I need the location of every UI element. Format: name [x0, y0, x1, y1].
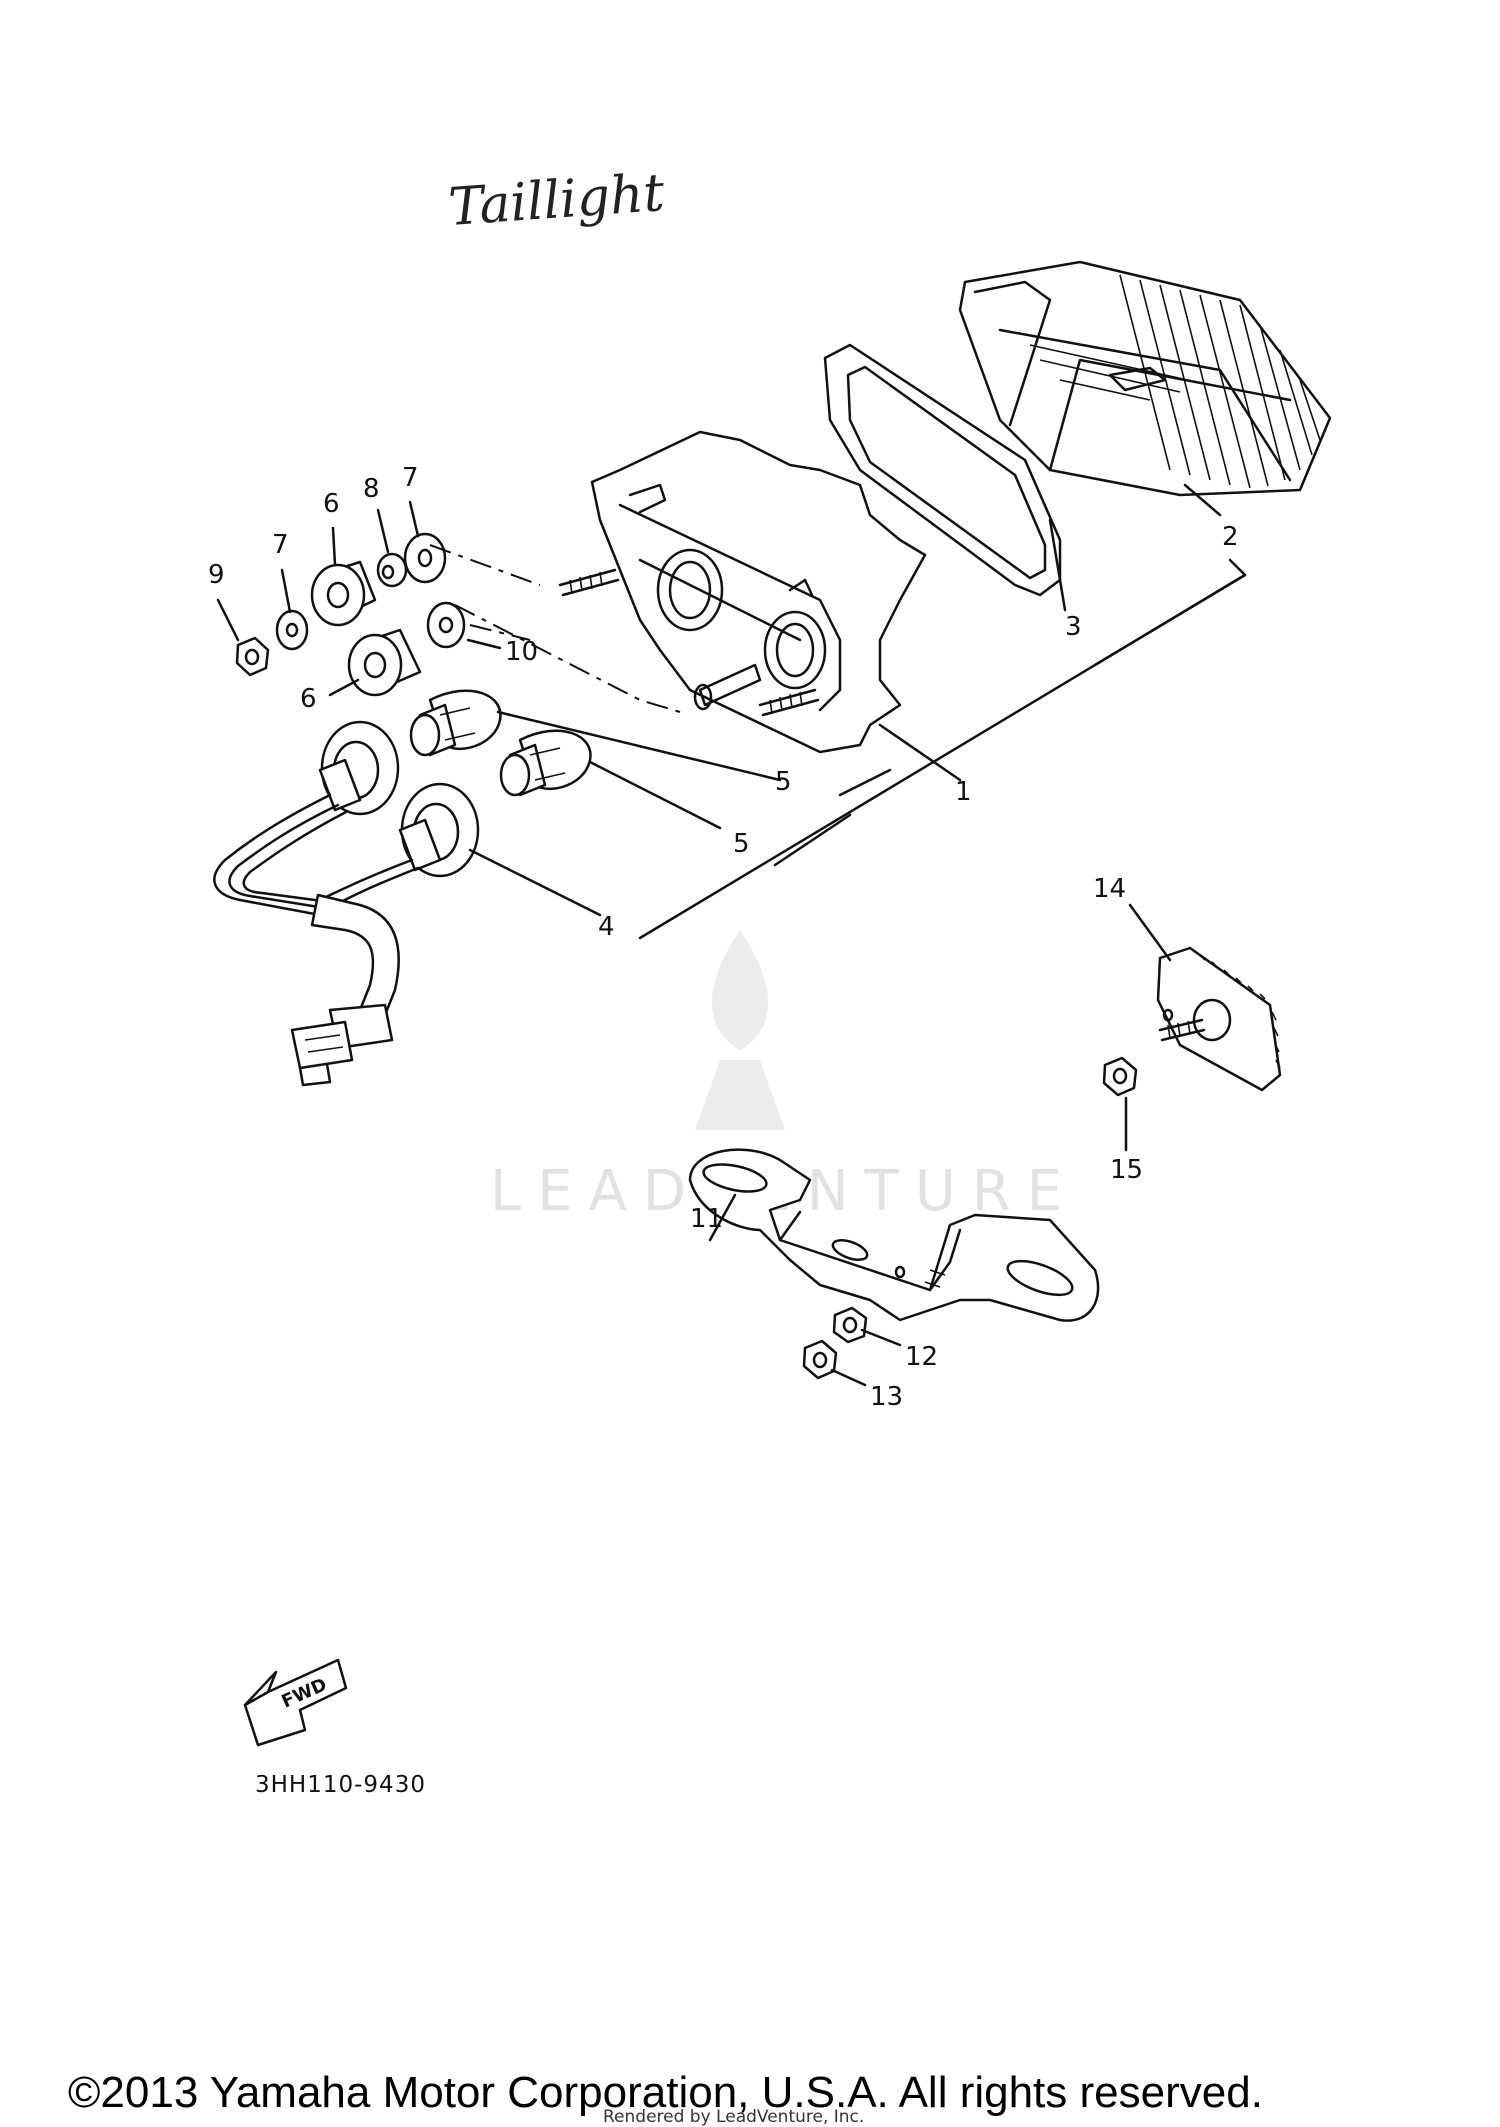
callout-8: 8 [363, 474, 380, 504]
part-housing [558, 430, 927, 754]
part-washer-7-top [403, 532, 447, 584]
part-collar-12 [832, 1306, 868, 1344]
callout-3: 3 [1065, 612, 1082, 642]
part-grommet-6-bottom [347, 628, 422, 697]
callout-11: 11 [690, 1204, 723, 1234]
callout-14: 14 [1093, 874, 1126, 904]
leader-lines [216, 483, 1247, 1387]
fwd-arrow-icon: FWD [243, 1658, 348, 1747]
part-nut-13 [802, 1339, 838, 1380]
part-bracket [688, 1148, 1100, 1322]
callout-15: 15 [1110, 1155, 1143, 1185]
part-code: 3HH110-9430 [255, 1772, 426, 1798]
callout-2: 2 [1222, 522, 1239, 552]
handwritten-title: Taillight [447, 163, 667, 238]
part-license-light [1156, 946, 1282, 1092]
callout-5-upper: 5 [775, 767, 792, 797]
part-bulb-5-upper [409, 689, 502, 757]
watermark-flame-icon [695, 930, 785, 1130]
callout-1: 1 [955, 777, 972, 807]
part-grommet-6-top [310, 560, 377, 627]
callout-7-left: 7 [272, 530, 289, 560]
part-nut-9 [235, 636, 270, 677]
rendered-by-note: Rendered by LeadVenture, Inc. [603, 2107, 864, 2127]
callout-7-right: 7 [402, 463, 419, 493]
callout-labels: 1 2 3 4 5 5 6 6 7 7 8 9 10 11 12 13 14 1… [208, 463, 1239, 1412]
part-washer-10 [426, 601, 466, 649]
callout-4: 4 [598, 912, 615, 942]
part-spacer-8 [376, 552, 408, 588]
callout-6-bottom: 6 [300, 684, 317, 714]
part-nut-15 [1102, 1056, 1138, 1097]
callout-9: 9 [208, 560, 225, 590]
part-lens [958, 260, 1332, 497]
part-bulb-5-lower [499, 729, 592, 797]
part-socket-harness [213, 720, 480, 1087]
callout-6-top: 6 [323, 489, 340, 519]
part-gasket [823, 343, 1062, 597]
callout-10: 10 [505, 637, 538, 667]
part-washer-7-left [275, 609, 309, 651]
copyright-notice: ©2013 Yamaha Motor Corporation, U.S.A. A… [68, 2068, 1263, 2117]
callout-12: 12 [905, 1342, 938, 1372]
callout-13: 13 [870, 1382, 903, 1412]
callout-5-lower: 5 [733, 829, 750, 859]
